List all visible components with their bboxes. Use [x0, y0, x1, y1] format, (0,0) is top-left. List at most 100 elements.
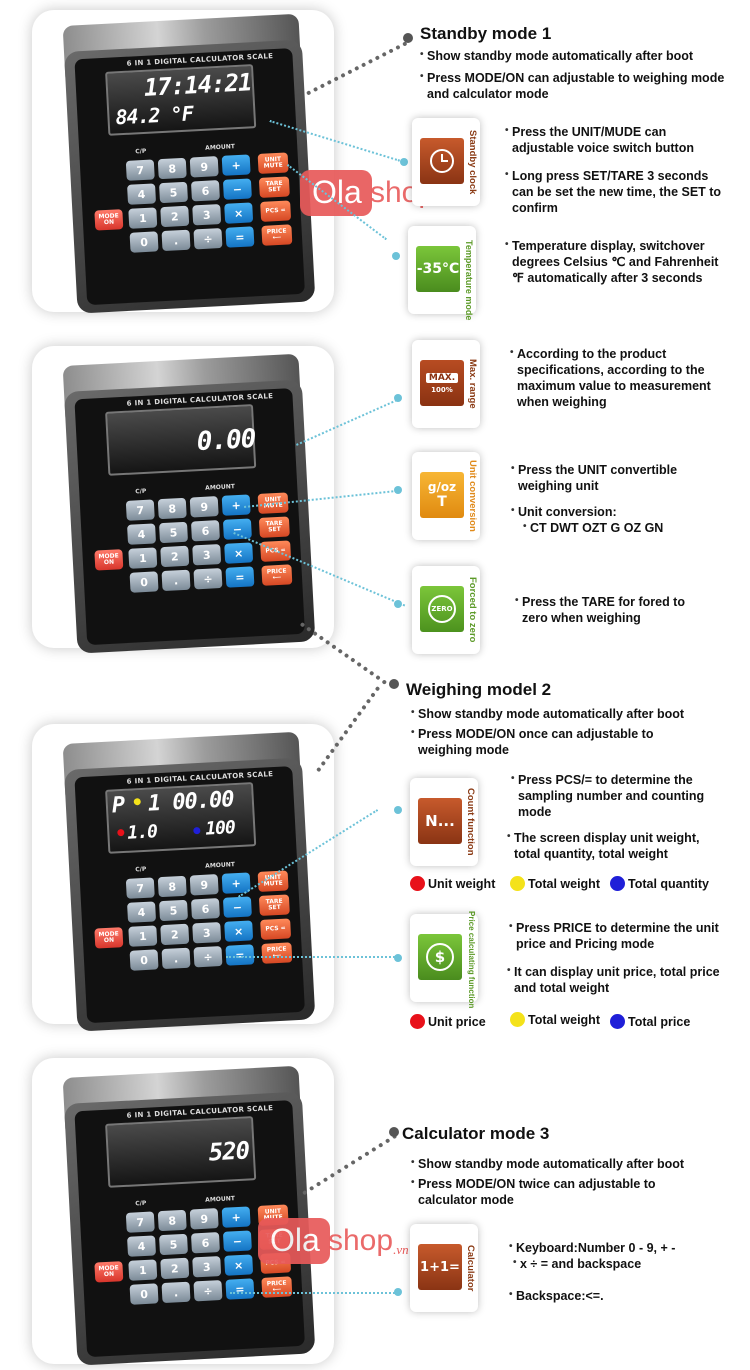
yellow-dot-icon — [510, 1012, 525, 1027]
temp-tile: -35°C — [416, 246, 460, 292]
key-11[interactable]: × — [224, 542, 254, 564]
key-2[interactable]: 9 — [189, 874, 219, 896]
standby-bullet-1: Show standby mode automatically after bo… — [420, 47, 727, 64]
key-6[interactable]: 6 — [190, 898, 220, 920]
unit-tile: g/oz T — [420, 472, 464, 518]
clock-bullet-1: Press the UNIT/MUDE can adjustable voice… — [505, 123, 722, 156]
weighing-bullet-1: Show standby mode automatically after bo… — [411, 705, 718, 722]
key-2[interactable]: 9 — [189, 496, 219, 518]
key-7[interactable]: − — [222, 518, 252, 540]
key-14[interactable]: ÷ — [193, 568, 223, 590]
price-key[interactable]: PRICE ⟵ — [261, 224, 293, 246]
key-2[interactable]: 9 — [189, 1208, 219, 1230]
key-12[interactable]: 0 — [129, 571, 159, 593]
key-0[interactable]: 7 — [125, 1211, 155, 1233]
key-15[interactable]: = — [225, 566, 255, 588]
pcs-key[interactable]: PCS = — [260, 200, 292, 222]
lcd-time: 17:14:21 — [143, 68, 253, 102]
price-key[interactable]: PRICE ⟵ — [261, 564, 293, 586]
key-10[interactable]: 3 — [192, 1256, 222, 1278]
key-1[interactable]: 8 — [157, 1209, 187, 1232]
key-5[interactable]: 5 — [158, 521, 189, 544]
key-15[interactable]: = — [225, 226, 255, 248]
key-5[interactable]: 5 — [158, 1233, 189, 1256]
key-13[interactable]: . — [161, 229, 191, 252]
label-count-function: Count function — [465, 788, 476, 856]
key-1[interactable]: 8 — [157, 875, 187, 898]
key-9[interactable]: 2 — [160, 205, 190, 228]
mode-on-key[interactable]: MODE ON — [94, 927, 124, 949]
key-4[interactable]: 4 — [127, 523, 157, 545]
key-4[interactable]: 4 — [127, 901, 157, 923]
key-15[interactable]: = — [225, 1278, 255, 1300]
key-8[interactable]: 1 — [128, 547, 158, 569]
key-4[interactable]: 4 — [127, 183, 157, 205]
key-4[interactable]: 4 — [127, 1235, 157, 1257]
key-14[interactable]: ÷ — [193, 228, 223, 250]
key-10[interactable]: 3 — [192, 544, 222, 566]
key-12[interactable]: 0 — [129, 231, 159, 253]
key-13[interactable]: . — [161, 1281, 191, 1304]
key-13[interactable]: . — [161, 569, 191, 592]
price-key[interactable]: PRICE ⟵ — [261, 1276, 293, 1298]
zero-tile: ZERO — [420, 586, 464, 632]
tare-set-key[interactable]: TARE SET — [258, 894, 290, 916]
key-6[interactable]: 6 — [190, 520, 220, 542]
key-0[interactable]: 7 — [125, 159, 155, 181]
key-1[interactable]: 8 — [157, 497, 187, 520]
label-forced-zero: Forced to zero — [467, 577, 478, 643]
blue-dot-indicator — [193, 826, 201, 835]
key-9[interactable]: 2 — [160, 545, 190, 568]
clock-bullet-2: Long press SET/TARE 3 seconds can be set… — [505, 167, 722, 216]
key-14[interactable]: ÷ — [193, 946, 223, 968]
mode-on-key[interactable]: MODE ON — [94, 549, 124, 571]
key-3[interactable]: + — [221, 154, 251, 176]
card-count-function: N... Count function — [410, 778, 478, 866]
tare-set-key[interactable]: TARE SET — [258, 516, 290, 538]
key-9[interactable]: 2 — [160, 923, 190, 946]
key-0[interactable]: 7 — [125, 499, 155, 521]
key-0[interactable]: 7 — [125, 877, 155, 899]
key-8[interactable]: 1 — [128, 1259, 158, 1281]
unit-mute-key[interactable]: UNIT MUTE — [257, 152, 289, 174]
key-12[interactable]: 0 — [129, 949, 159, 971]
mode-on-key[interactable]: MODE ON — [94, 1261, 124, 1283]
key-2[interactable]: 9 — [189, 156, 219, 178]
key-12[interactable]: 0 — [129, 1283, 159, 1305]
key-7[interactable]: − — [222, 178, 252, 200]
key-14[interactable]: ÷ — [193, 1280, 223, 1302]
price-key[interactable]: PRICE ⟵ — [261, 942, 293, 964]
label-standby-clock: Standby clock — [467, 129, 478, 195]
key-5[interactable]: 5 — [158, 181, 189, 204]
key-6[interactable]: 6 — [190, 1232, 220, 1254]
key-8[interactable]: 1 — [128, 925, 158, 947]
blue-dot-icon — [610, 1014, 625, 1029]
label-temperature: Temperature mode — [464, 239, 474, 321]
key-8[interactable]: 1 — [128, 207, 158, 229]
key-11[interactable]: × — [224, 920, 254, 942]
key-7[interactable]: − — [222, 1230, 252, 1252]
key-3[interactable]: + — [221, 1206, 251, 1228]
key-11[interactable]: × — [224, 1254, 254, 1276]
tare-set-key[interactable]: TARE SET — [258, 176, 290, 198]
count-legend-total-quantity: Total quantity — [610, 876, 709, 891]
key-6[interactable]: 6 — [190, 180, 220, 202]
lcd-screen: 17:14:21 84.2 °F — [105, 64, 257, 136]
key-5[interactable]: 5 — [158, 899, 189, 922]
key-7[interactable]: − — [222, 896, 252, 918]
max-text: According to the product specifications,… — [510, 345, 723, 410]
cp-label: C/P — [135, 865, 147, 874]
lcd-screen: 0.00 — [105, 404, 257, 476]
mode-on-key[interactable]: MODE ON — [94, 209, 124, 231]
pcs-key[interactable]: PCS = — [260, 918, 292, 940]
amount-label: AMOUNT — [205, 143, 236, 152]
key-10[interactable]: 3 — [192, 922, 222, 944]
key-1[interactable]: 8 — [157, 157, 187, 180]
key-11[interactable]: × — [224, 202, 254, 224]
key-10[interactable]: 3 — [192, 204, 222, 226]
card-price-function: $ Price calculating function — [410, 911, 478, 1009]
price-legend-total-weight: Total weight — [510, 1012, 600, 1027]
key-13[interactable]: . — [161, 947, 191, 970]
key-9[interactable]: 2 — [160, 1257, 190, 1280]
lcd-p: P — [111, 792, 125, 819]
